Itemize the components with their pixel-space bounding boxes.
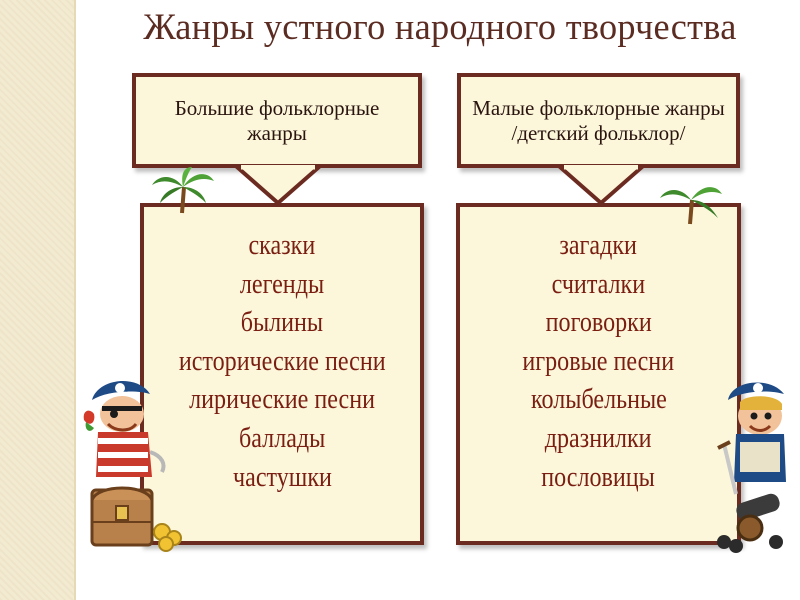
header-small-genres-line2: /детский фольклор/ (511, 120, 686, 145)
list-item: былины (240, 307, 324, 339)
list-item: дразнилки (545, 422, 652, 454)
list-item: считалки (551, 268, 646, 300)
page-title: Жанры устного народного творчества (143, 7, 737, 48)
list-item: поговорки (545, 307, 652, 339)
header-large-genres-line2: жанры (247, 120, 307, 145)
list-item: лирические песни (189, 384, 375, 416)
list-item: пословицы (541, 461, 656, 493)
header-small-genres-line1: Малые фольклорные жанры (472, 96, 725, 121)
header-large-genres-line1: Большие фольклорные (174, 96, 380, 121)
pirate-with-chest-icon (83, 381, 182, 552)
list-item: игровые песни (522, 345, 675, 377)
palm-tree-icon (660, 187, 722, 225)
list-item: баллады (238, 422, 326, 454)
pirate-with-cannon-icon (717, 382, 786, 553)
list-item: загадки (559, 230, 638, 261)
list-item: частушки (232, 461, 332, 493)
list-small-genres: загадки считалки поговорки игровые песни… (456, 203, 741, 545)
side-decorative-strip (0, 0, 76, 600)
list-item: легенды (239, 268, 325, 300)
list-large-genres: сказки легенды былины исторические песни… (140, 203, 424, 545)
arrow-down-right (556, 165, 646, 206)
list-item: колыбельные (530, 384, 667, 416)
header-small-genres: Малые фольклорные жанры /детский фолькло… (457, 73, 740, 168)
palm-tree-icon (152, 167, 214, 214)
list-item: исторические песни (178, 345, 386, 377)
arrow-down-left (233, 165, 323, 206)
header-large-genres: Большие фольклорные жанры (132, 73, 422, 168)
list-item: сказки (248, 230, 316, 261)
